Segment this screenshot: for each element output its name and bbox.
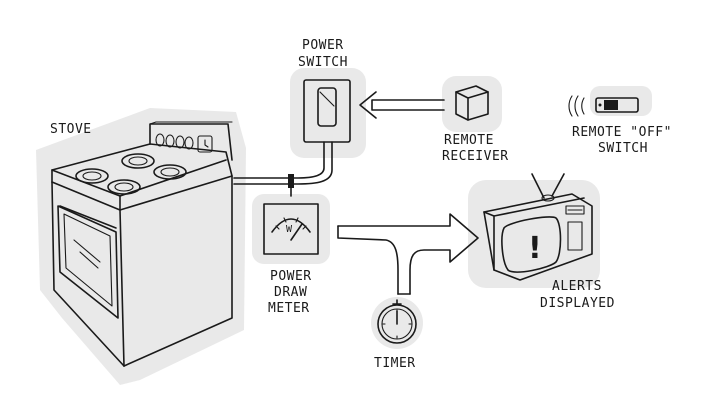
- oven-window: [63, 213, 113, 307]
- arrow-meter-to-tv-top: [337, 213, 479, 295]
- receiver-halo: [442, 76, 502, 132]
- tv-alert-icon: !: [528, 231, 542, 266]
- knob-icon: [175, 135, 185, 149]
- burner-icon: [121, 153, 155, 169]
- meter-needle-icon: [290, 223, 303, 241]
- knob-icon: [165, 134, 175, 148]
- tv-top-edge: [493, 197, 585, 217]
- meter-dial-label: W: [286, 224, 293, 235]
- power-draw-meter: W: [263, 203, 319, 255]
- arrow-receiver-head: [359, 91, 377, 119]
- remote-off-switch-label-line1: REMOTE "OFF": [572, 125, 672, 140]
- remote-receiver-label-line2: RECEIVER: [442, 149, 509, 164]
- cable-clamp-icon: [288, 174, 294, 188]
- power-draw-meter-label-line1: POWER: [270, 269, 312, 284]
- meter-halo: [252, 194, 330, 264]
- alerts-displayed-label-line2: DISPLAYED: [540, 296, 615, 311]
- remote-off-switch: [568, 95, 639, 117]
- burner-ring: [114, 182, 134, 192]
- stove-clock-icon: [197, 135, 213, 153]
- remote-off-switch-label-line2: SWITCH: [598, 141, 648, 156]
- power-switch-halo: [290, 68, 366, 158]
- knob-icon: [184, 136, 194, 150]
- burner-ring: [82, 171, 102, 181]
- knob-icon: [155, 133, 165, 147]
- arrow-receiver-to-switch: [371, 99, 445, 111]
- power-switch-label-line2: SWITCH: [298, 55, 348, 70]
- burner-icon: [75, 168, 109, 184]
- meter-dial-arc: [271, 218, 311, 233]
- remote-button-icon: [604, 100, 618, 110]
- signal-wave-icon: [568, 95, 573, 117]
- tv-control-panel: [565, 205, 585, 215]
- power-switch: [303, 79, 351, 143]
- remote-receiver-label-line1: REMOTE: [444, 133, 494, 148]
- power-switch-toggle-line: [319, 91, 335, 107]
- remote-body-icon: [595, 97, 639, 113]
- tv-antenna-base: [541, 194, 555, 202]
- meter-dial-ticks: [275, 217, 307, 230]
- power-draw-meter-label-line3: METER: [268, 301, 310, 316]
- power-draw-meter-label-line2: DRAW: [274, 285, 307, 300]
- burner-ring: [128, 156, 148, 166]
- tv-screen: [501, 216, 562, 273]
- burner-ring: [160, 167, 180, 177]
- labels-layer: STOVE POWER SWITCH REMOTE RECEIVER REMOT…: [50, 38, 672, 371]
- power-cable-to-stove: [233, 141, 325, 179]
- stove-backsplash-top: [149, 121, 233, 125]
- stove-left-side: [51, 181, 125, 367]
- timer-stopwatch-icon: [377, 304, 417, 344]
- stove-backsplash: [149, 123, 233, 161]
- timer-crown: [392, 299, 402, 305]
- power-switch-toggle-icon: [317, 87, 337, 127]
- stove-knobs: [155, 133, 213, 153]
- tv-antenna-icon: [531, 173, 565, 199]
- oven-glass-shine: [73, 239, 101, 269]
- remote-led-icon: [598, 103, 602, 107]
- power-switch-plate: [303, 79, 351, 143]
- timer-label: TIMER: [374, 356, 416, 371]
- oven-handle: [59, 205, 117, 229]
- remote-receiver: [455, 85, 489, 121]
- stove-front-right: [119, 175, 233, 367]
- signal-wave-icon: [574, 95, 579, 117]
- receiver-box-icon: [455, 85, 489, 121]
- timer-face: [381, 308, 413, 340]
- timer: [377, 299, 417, 344]
- oven-door: [57, 205, 119, 319]
- stove-burners: [75, 153, 187, 195]
- alerts-displayed-label-line1: ALERTS: [552, 279, 602, 294]
- stove-clock-hands: [204, 139, 209, 148]
- receiver-box-edges: [455, 91, 489, 121]
- timer-ticks: [382, 309, 412, 339]
- tv: !: [483, 173, 593, 281]
- tv-halo: [468, 180, 600, 288]
- burner-icon: [107, 179, 141, 195]
- burner-icon: [153, 164, 187, 180]
- stove: [51, 121, 233, 367]
- tv-speaker-grille: [567, 221, 583, 251]
- arrow-meter-to-tv-bottom: [337, 225, 399, 295]
- power-cable-to-stove-2: [233, 141, 333, 185]
- meter-body: [263, 203, 319, 255]
- stove-label: STOVE: [50, 122, 92, 137]
- signal-wave-icon: [581, 97, 585, 115]
- power-switch-label-line1: POWER: [302, 38, 344, 53]
- stove-halo: [36, 108, 246, 385]
